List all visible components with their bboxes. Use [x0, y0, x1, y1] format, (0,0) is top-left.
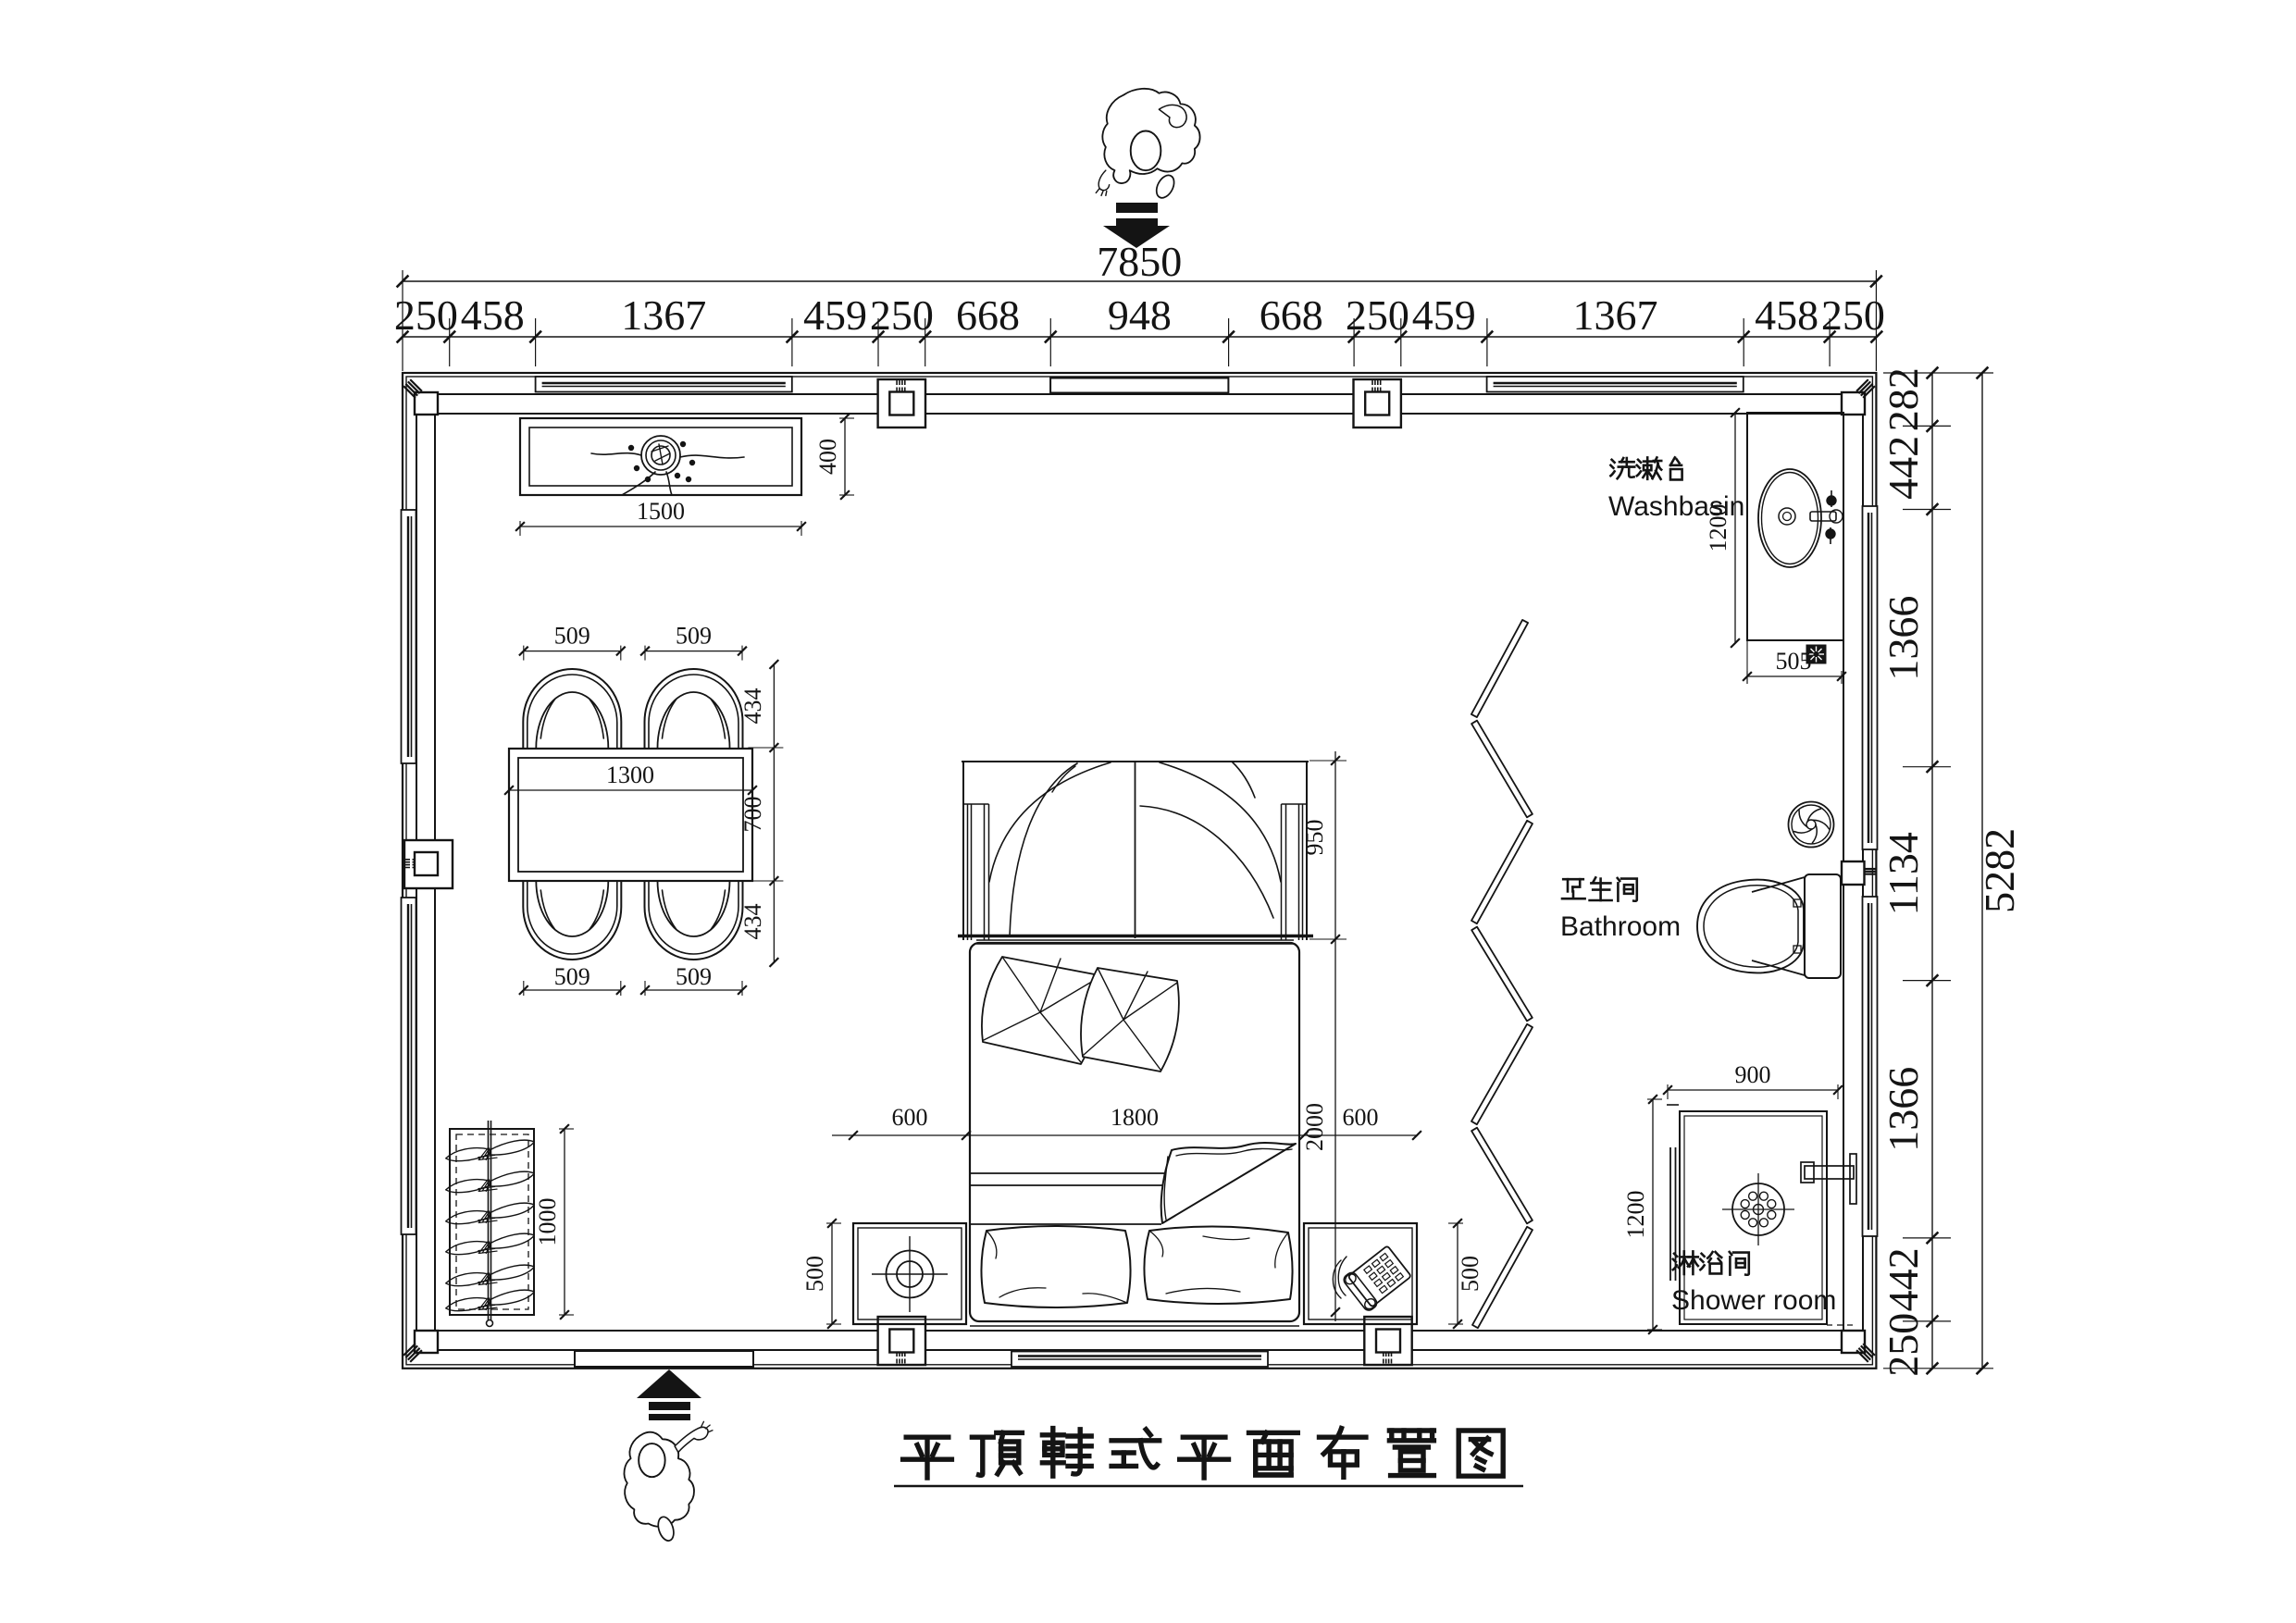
svg-text:1200: 1200: [1705, 504, 1731, 552]
svg-text:1800: 1800: [1111, 1104, 1159, 1131]
svg-text:400: 400: [814, 439, 841, 475]
svg-text:1134: 1134: [1880, 832, 1927, 915]
svg-text:458: 458: [461, 291, 525, 339]
svg-text:250: 250: [870, 291, 934, 339]
svg-text:600: 600: [1343, 1104, 1379, 1131]
svg-text:1300: 1300: [606, 762, 654, 788]
svg-text:668: 668: [1260, 291, 1323, 339]
svg-text:442: 442: [1880, 436, 1927, 500]
svg-text:250: 250: [1880, 1313, 1927, 1377]
svg-text:500: 500: [1457, 1256, 1483, 1292]
svg-text:442: 442: [1880, 1247, 1927, 1311]
svg-text:900: 900: [1735, 1061, 1771, 1088]
svg-text:5282: 5282: [1976, 828, 2023, 913]
svg-text:1366: 1366: [1880, 596, 1927, 681]
svg-text:459: 459: [803, 291, 867, 339]
svg-text:Shower room: Shower room: [1671, 1285, 1836, 1316]
svg-text:434: 434: [739, 688, 766, 725]
svg-text:1367: 1367: [621, 291, 706, 339]
svg-text:700: 700: [739, 797, 766, 833]
svg-text:500: 500: [801, 1256, 828, 1292]
svg-text:668: 668: [956, 291, 1020, 339]
svg-text:509: 509: [554, 963, 590, 990]
svg-text:1367: 1367: [1573, 291, 1658, 339]
svg-text:2000: 2000: [1301, 1103, 1328, 1151]
svg-text:459: 459: [1412, 291, 1476, 339]
svg-text:950: 950: [1301, 820, 1328, 856]
svg-text:458: 458: [1755, 291, 1818, 339]
svg-text:1366: 1366: [1880, 1067, 1927, 1152]
svg-text:600: 600: [892, 1104, 928, 1131]
svg-text:282: 282: [1880, 367, 1927, 431]
svg-text:Washbasin: Washbasin: [1608, 491, 1744, 522]
svg-text:509: 509: [676, 963, 712, 990]
svg-text:250: 250: [1821, 291, 1885, 339]
svg-text:948: 948: [1108, 291, 1172, 339]
svg-text:1500: 1500: [637, 498, 685, 525]
svg-text:505: 505: [1776, 648, 1812, 675]
svg-text:250: 250: [394, 291, 458, 339]
svg-text:509: 509: [554, 623, 590, 650]
svg-text:509: 509: [676, 623, 712, 650]
svg-text:434: 434: [739, 904, 766, 940]
svg-text:Bathroom: Bathroom: [1560, 911, 1681, 942]
svg-text:1200: 1200: [1622, 1191, 1649, 1239]
svg-text:1000: 1000: [534, 1198, 561, 1246]
svg-text:250: 250: [1346, 291, 1409, 339]
